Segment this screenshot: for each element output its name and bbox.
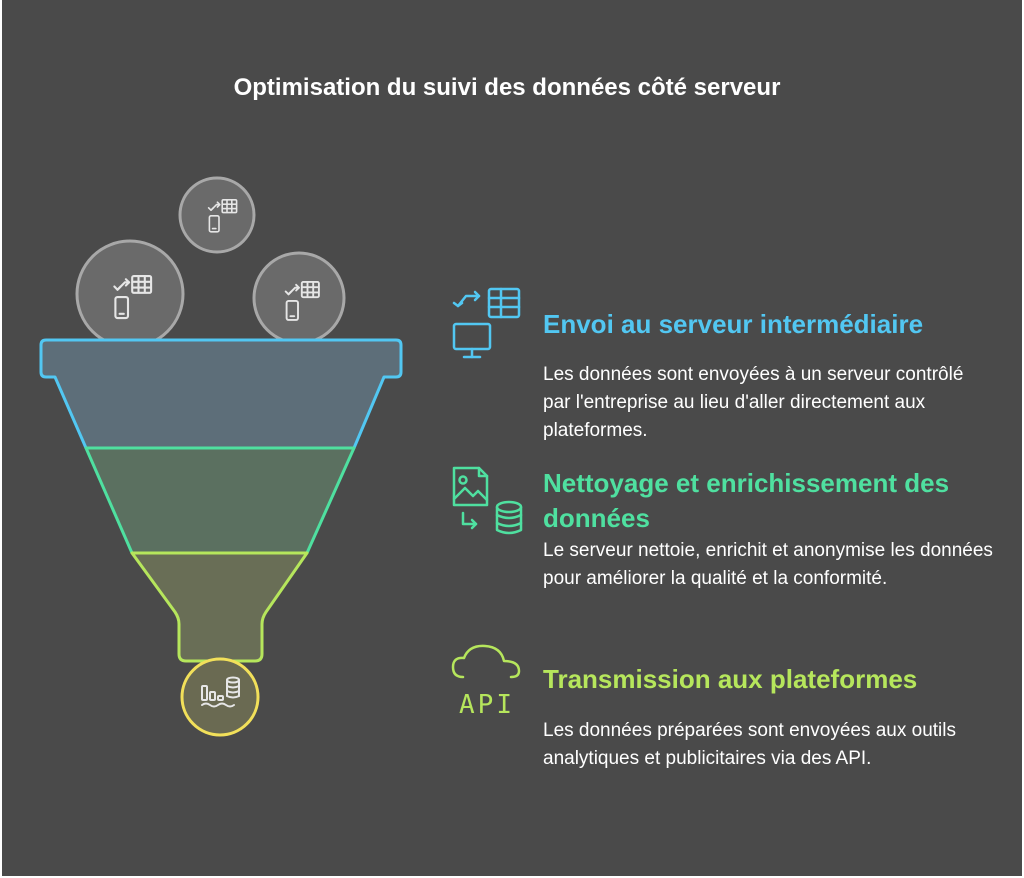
diagram-title: Optimisation du suivi des données côté s… — [233, 74, 781, 101]
cloud-api-label: API — [459, 690, 515, 720]
input-bubble-top — [178, 176, 256, 254]
image-to-database-icon — [452, 466, 523, 535]
chart-database-icon — [201, 676, 240, 708]
funnel-stage-clean — [84, 446, 356, 555]
input-bubble-left — [75, 239, 185, 349]
step-description-transmit: Les données préparées sont envoyées aux … — [543, 720, 956, 769]
monitor-sync-table-icon — [452, 287, 521, 359]
funnel-stage-transmit — [130, 551, 309, 663]
input-bubble-right — [252, 251, 346, 345]
step-heading-send: Envoi au serveur intermédiaire — [543, 309, 924, 339]
step-description-send: Les données sont envoyées à un serveur c… — [543, 364, 964, 441]
step-heading-transmit: Transmission aux plateformes — [543, 664, 918, 694]
funnel-stage-send — [39, 338, 403, 450]
step-heading-clean: Nettoyage et enrichissement des données — [543, 468, 950, 533]
output-bubble — [180, 657, 260, 737]
cloud-api-icon: API — [451, 644, 521, 720]
step-description-clean: Le serveur nettoie, enrichit et anonymis… — [543, 540, 993, 589]
